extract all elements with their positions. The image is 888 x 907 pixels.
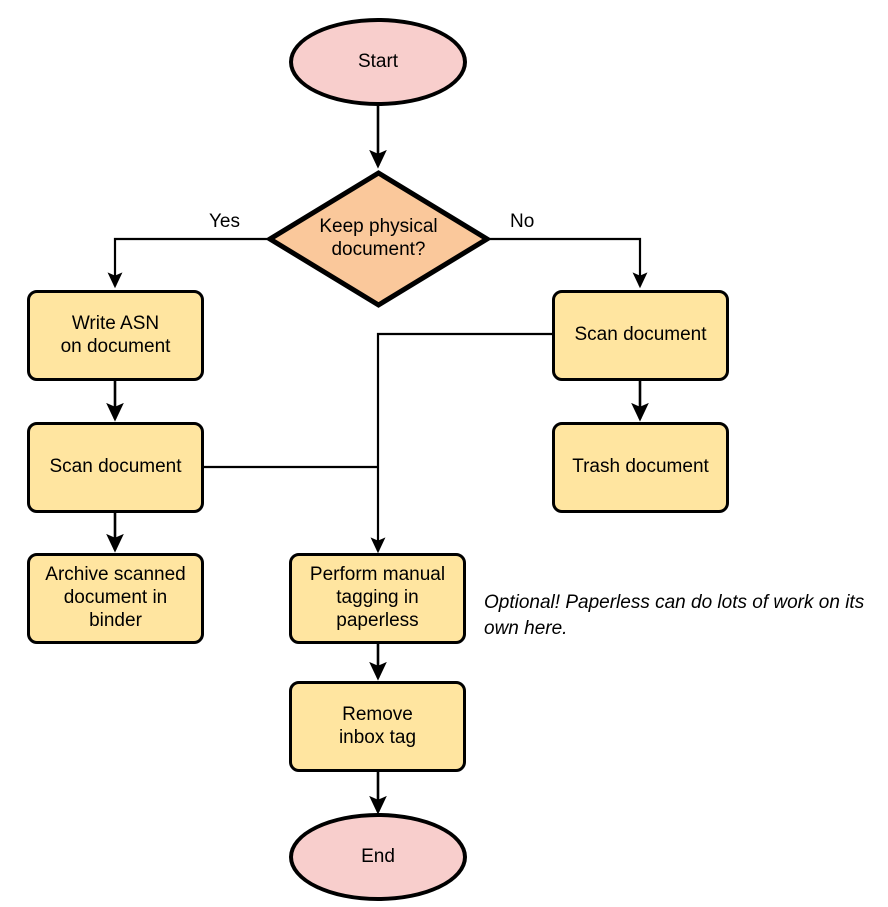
node-manual-tagging-label: Perform manual tagging in paperless	[309, 564, 446, 631]
node-scan-document-right[interactable]: Scan document	[552, 290, 729, 381]
node-end[interactable]: End	[289, 813, 467, 901]
edge-decision-yes-to-write-asn	[107, 237, 267, 289]
edge-scan-right-to-manual-tagging	[370, 332, 552, 554]
diamond-shape	[267, 170, 490, 308]
node-remove-inbox-tag[interactable]: Remove inbox tag	[289, 681, 466, 772]
node-keep-physical-document[interactable]: Keep physical document?	[267, 170, 490, 308]
node-keep-physical-document-label: Keep physical document?	[319, 216, 438, 260]
node-remove-inbox-tag-label: Remove inbox tag	[338, 703, 417, 748]
node-write-asn[interactable]: Write ASN on document	[27, 290, 204, 381]
edge-label-no: No	[510, 211, 534, 233]
node-trash-document[interactable]: Trash document	[552, 422, 729, 513]
edge-label-no-text: No	[510, 211, 535, 232]
node-start[interactable]: Start	[289, 18, 467, 106]
annotation-optional-note-text: Optional! Paperless can do lots of work …	[484, 592, 865, 639]
edge-decision-no-to-scan-right	[490, 237, 648, 289]
node-start-label: Start	[357, 50, 399, 72]
edge-label-yes-text: Yes	[209, 211, 240, 232]
node-archive-binder-label: Archive scanned document in binder	[45, 564, 186, 631]
annotation-optional-note: Optional! Paperless can do lots of work …	[484, 590, 884, 641]
node-manual-tagging[interactable]: Perform manual tagging in paperless	[289, 553, 466, 644]
edge-label-yes: Yes	[209, 211, 240, 233]
node-trash-document-label: Trash document	[572, 456, 709, 478]
node-scan-document-left-label: Scan document	[49, 456, 182, 478]
node-scan-document-left[interactable]: Scan document	[27, 422, 204, 513]
node-archive-binder[interactable]: Archive scanned document in binder	[27, 553, 204, 644]
node-scan-document-right-label: Scan document	[574, 324, 707, 346]
node-write-asn-label: Write ASN on document	[60, 312, 171, 357]
node-end-label: End	[361, 845, 395, 867]
